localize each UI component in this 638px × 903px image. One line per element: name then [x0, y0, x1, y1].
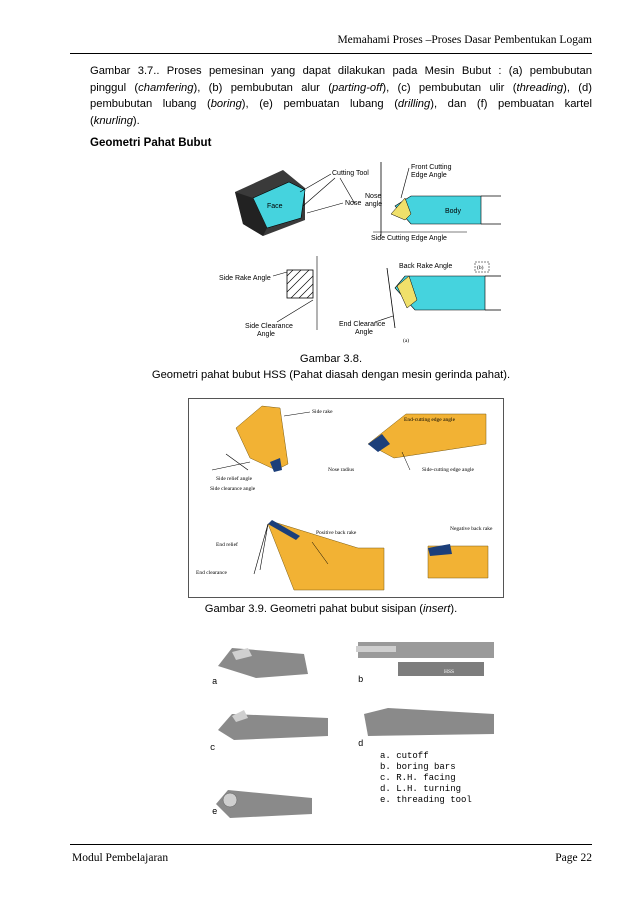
- letter-c: c: [210, 743, 215, 753]
- tool-holder-e: e: [212, 790, 312, 818]
- tool-holder-d: d: [358, 708, 494, 749]
- a-label: (a): [403, 337, 409, 344]
- end-clearance-text: End clearance: [196, 570, 228, 576]
- caption-text: (: [90, 114, 94, 127]
- page-number: Page 22: [555, 852, 592, 864]
- page-header: Memahami Proses –Proses Dasar Pembentuka…: [337, 34, 592, 46]
- negative-back-rake-text: Negative back rake: [450, 526, 493, 532]
- nose-angle-label-1: Nose: [365, 193, 381, 200]
- caption-line: Gambar 3.7.. Proses pemesinan yang dapat…: [90, 65, 592, 77]
- caption-term: knurling: [93, 114, 133, 127]
- caption-figure-3-7: Gambar 3.7.. Proses pemesinan yang dapat…: [90, 63, 592, 129]
- front-cutting-label: Front Cutting: [411, 164, 452, 171]
- figure-tool-holders-photo: a HSS b c d e a. cutoff b. boring bars c…: [210, 642, 494, 818]
- caption-text: ).: [450, 603, 458, 615]
- caption-line: pinggul (chamfering), (b) pembubutan alu…: [90, 80, 592, 97]
- side-clearance-text: Side clearance angle: [210, 486, 256, 492]
- figure-3-9-caption: Gambar 3.9. Geometri pahat bubut sisipan…: [70, 603, 592, 615]
- insert-tool-top-left: [211, 405, 289, 472]
- caption-text: Gambar 3.9. Geometri pahat bubut sisipan…: [204, 603, 424, 615]
- legend-item: d. L.H. turning: [380, 784, 461, 794]
- hss-stamp: HSS: [444, 669, 454, 675]
- letter-e: e: [212, 807, 217, 817]
- side-rake-section: [286, 256, 318, 330]
- caption-text: ).: [132, 114, 140, 127]
- side-clearance-label-1: Side Clearance: [245, 323, 293, 330]
- end-clearance-label-1: End Clearance: [339, 321, 385, 328]
- legend-item: c. R.H. facing: [380, 773, 456, 783]
- insert-tool-top-right: [367, 413, 487, 471]
- nose-label: Nose: [345, 200, 361, 207]
- body-label: Body: [445, 208, 461, 215]
- side-clearance-label-2: Angle: [257, 331, 275, 338]
- caption-text: ), (b) pembubutan alur (: [193, 81, 332, 94]
- edge-angle-label: Edge Angle: [411, 172, 447, 179]
- letter-a: a: [212, 677, 218, 687]
- footer-module-title: Modul Pembelajaran: [72, 852, 169, 864]
- caption-term: parting-off: [331, 81, 383, 94]
- side-rake-text: Side rake: [312, 409, 333, 415]
- figure-3-8-hss-geometry: Face Cutting Tool Nose Body Nose angle F…: [219, 162, 501, 344]
- insert-tool-bottom-right: [427, 544, 489, 579]
- figure-3-9-insert-geometry: Side rake Side relief angle Side clearan…: [188, 398, 504, 598]
- legend-item: b. boring bars: [380, 762, 456, 772]
- caption-text: pembubutan lubang (: [90, 98, 211, 110]
- letter-d: d: [358, 739, 363, 749]
- caption-line: (knurling).: [90, 113, 592, 130]
- cutting-tool-label: Cutting Tool: [332, 170, 369, 177]
- tool-body-top: Body: [380, 162, 501, 236]
- header-divider: [70, 53, 592, 54]
- insert-tool-bottom-left: [253, 520, 385, 591]
- back-rake-label: Back Rake Angle: [399, 263, 452, 270]
- side-cutting-label: Side Cutting Edge Angle: [371, 235, 447, 242]
- caption-term: drilling: [397, 98, 431, 110]
- footer-divider: [70, 844, 592, 845]
- nose-radius-text: Nose radius: [328, 467, 354, 473]
- tool-face-block: Face: [235, 170, 306, 236]
- caption-line: pembubutan lubang (boring), (e) pembuata…: [90, 96, 592, 113]
- tool-holder-a: a: [212, 648, 308, 687]
- tool-holder-c: c: [210, 710, 328, 753]
- caption-term: chamfering: [138, 81, 194, 94]
- legend-item: a. cutoff: [380, 751, 429, 761]
- tool-holder-b: HSS b: [356, 642, 494, 685]
- side-relief-text: Side relief angle: [216, 475, 253, 482]
- letter-b: b: [358, 675, 363, 685]
- face-label: Face: [267, 203, 283, 210]
- nose-angle-label-2: angle: [365, 201, 382, 208]
- end-cutting-text: End-cutting edge angle: [404, 417, 456, 423]
- side-rake-label: Side Rake Angle: [219, 275, 271, 282]
- b-label: (b): [477, 264, 484, 271]
- legend-item: e. threading tool: [380, 795, 472, 805]
- section-title: Geometri Pahat Bubut: [90, 137, 212, 149]
- end-relief-text: End relief: [216, 541, 238, 548]
- caption-text: ), (c) pembubutan ulir (: [382, 81, 517, 94]
- caption-term: threading: [516, 81, 564, 94]
- caption-term: insert: [423, 603, 451, 615]
- side-cutting-text: Side-cutting edge angle: [422, 467, 474, 473]
- end-clearance-label-2: Angle: [355, 329, 373, 336]
- figure-3-8-caption-number: Gambar 3.8.: [299, 353, 363, 365]
- back-rake-section: (b): [386, 261, 501, 329]
- caption-text: ), (d): [563, 81, 592, 94]
- figure-3-8-caption-text: Geometri pahat bubut HSS (Pahat diasah d…: [151, 369, 511, 381]
- tool-legend: a. cutoff b. boring bars c. R.H. facing …: [380, 751, 472, 805]
- caption-text: ), dan (f) pembuatan kartel: [430, 98, 592, 110]
- caption-term: boring: [210, 98, 242, 110]
- caption-text: pinggul (: [90, 81, 139, 94]
- caption-text: ), (e) pembuatan lubang (: [241, 98, 398, 110]
- positive-back-rake-text: Positive back rake: [316, 530, 357, 536]
